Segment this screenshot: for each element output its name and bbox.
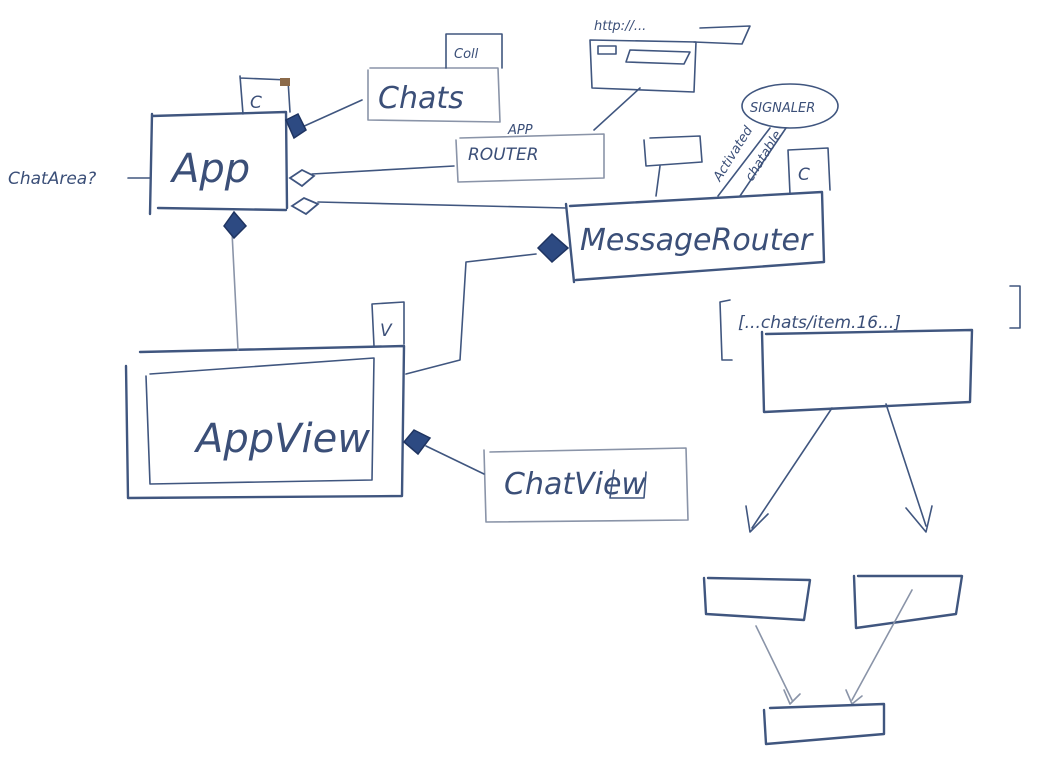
message-router-small-box [643,135,703,197]
route-arrow-left [751,407,833,529]
chat-view-label: ChatView [504,467,646,502]
url-label: http://... [594,19,646,34]
composition-diamond-app-appview [223,210,248,240]
app-view-label: AppView [193,416,370,462]
route-merge-arrowhead-left [783,689,801,705]
app-view-node: AppView [124,344,406,500]
message-router-controller-label: C [798,165,810,185]
app-view-tag-label: V [380,321,393,341]
route-merge-right [851,589,913,701]
app-message-router-connector [317,201,567,209]
route-main-box [760,328,974,414]
composition-diamond-message-router [536,232,570,264]
app-router-connector [311,165,455,175]
message-router-controller-tag: C [787,147,831,195]
chats-collection-label: Coll [454,47,479,62]
app-node: App [148,110,289,216]
appview-message-router-connector [405,253,537,375]
app-router-node: APP ROUTER [455,123,605,183]
aggregation-diamond-app-router [288,168,316,188]
chat-view-node: ChatView [483,447,689,523]
route-child-right [852,574,964,630]
appview-chatview-connector [425,445,485,475]
signaler-label: SIGNALER [750,101,815,116]
chats-label: Chats [378,81,464,116]
app-view-tag: V [371,301,405,347]
chat-area-annotation: ChatArea? [8,169,96,189]
app-controller-label: C [250,93,262,113]
route-merged-box [762,702,886,746]
route-arrowhead-right [905,505,933,533]
app-router-top-label: APP [507,123,533,138]
url-router-connector [593,87,641,131]
url-box: http://... [589,19,751,93]
route-merge-left [755,625,793,701]
aggregation-diamond-app-message-router [290,196,320,216]
app-controller-tag: C [239,75,291,115]
chats-collection-tag: Coll [445,33,503,69]
message-router-label: MessageRouter [580,223,814,258]
route-label: [...chats/item.16...] [738,313,901,333]
composition-diamond-app-chats [285,112,307,140]
route-arrow-right [885,403,927,527]
app-router-label: ROUTER [468,145,539,165]
composition-diamond-appview-chatview [402,429,432,456]
app-chats-connector [299,99,363,129]
route-box: [...chats/item.16...] [719,285,1021,361]
app-appview-connector [231,231,239,351]
route-arrowhead-left [745,505,769,533]
chats-node: Chats [367,67,501,123]
signaler-annotation: SIGNALER Activated chatable [710,83,839,197]
route-child-left [702,576,812,622]
app-label: App [169,146,250,192]
message-router-node: MessageRouter [564,190,826,284]
